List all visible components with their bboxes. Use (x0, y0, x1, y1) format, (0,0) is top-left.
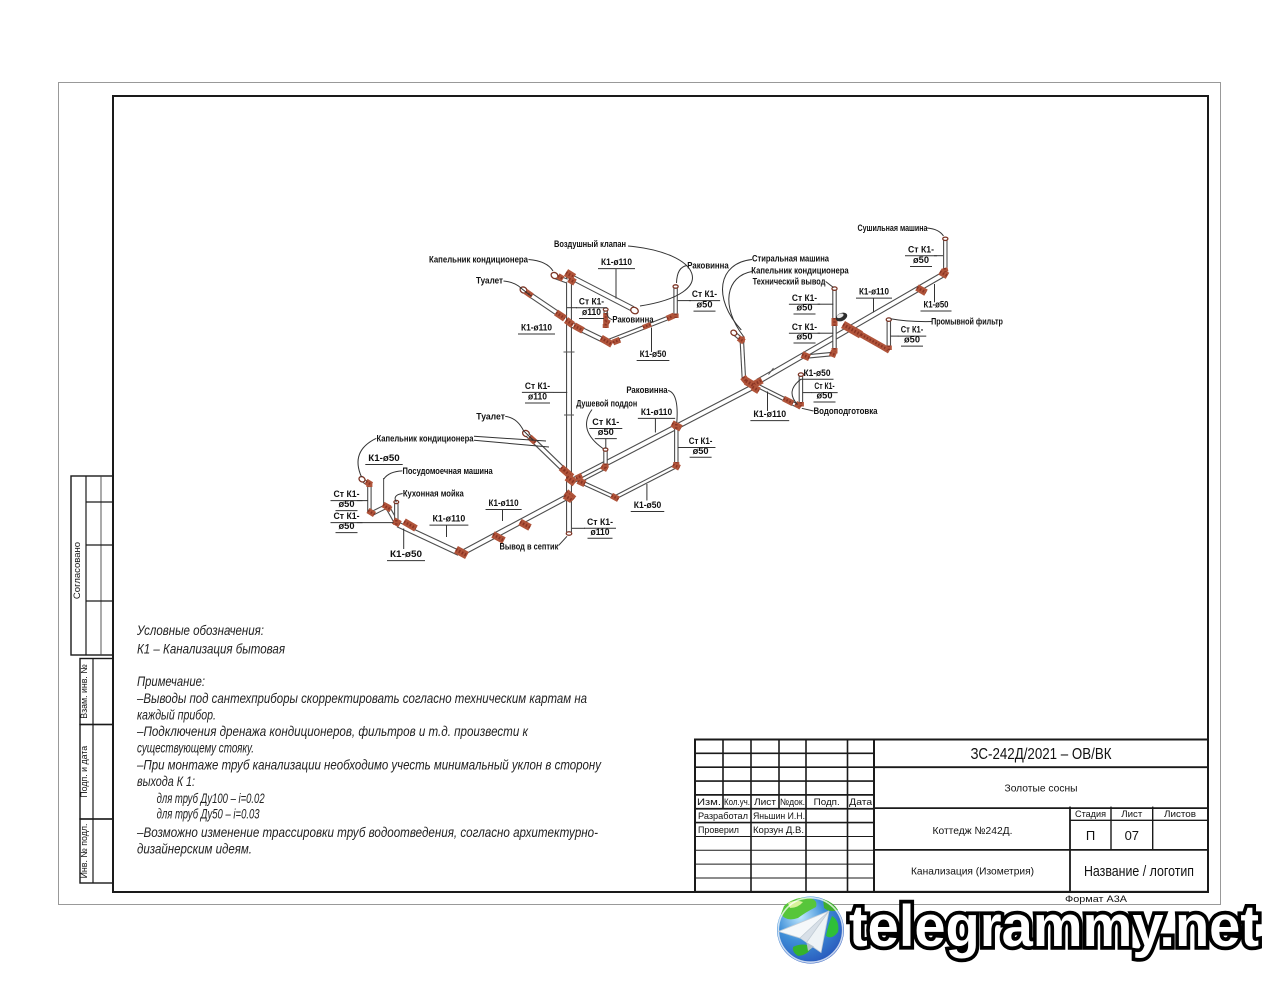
svg-text:каждый прибор.: каждый прибор. (137, 707, 216, 723)
svg-text:Лист: Лист (1121, 809, 1143, 819)
svg-text:К1-ø50: К1-ø50 (640, 349, 667, 360)
svg-text:Технический вывод: Технический вывод (753, 277, 826, 288)
svg-text:для труб Ду50 – i=0.03: для труб Ду50 – i=0.03 (157, 806, 260, 822)
svg-text:Ст К1-: Ст К1- (814, 381, 834, 392)
svg-text:Капельник кондиционера: Капельник кондиционера (751, 266, 849, 277)
svg-text:Золотые сосны: Золотые сосны (1005, 783, 1078, 795)
svg-text:Канализация (Изометрия): Канализация (Изометрия) (911, 866, 1034, 878)
svg-text:Туалет: Туалет (476, 276, 503, 287)
svg-text:Капельник кондиционера: Капельник кондиционера (429, 255, 529, 266)
svg-text:Разработал: Разработал (698, 811, 748, 822)
svg-text:существующему стояку.: существующему стояку. (137, 740, 254, 756)
svg-text:Кухонная мойка: Кухонная мойка (403, 488, 464, 499)
svg-text:П: П (1086, 828, 1095, 843)
svg-text:ø50: ø50 (797, 332, 813, 343)
svg-text:Раковинна: Раковинна (626, 385, 668, 396)
svg-text:ø50: ø50 (598, 427, 614, 438)
svg-text:telegrammy.net: telegrammy.net (849, 894, 1259, 959)
svg-text:Воздушный клапан: Воздушный клапан (554, 239, 626, 250)
svg-text:ø50: ø50 (339, 521, 355, 532)
svg-text:К1-ø50: К1-ø50 (924, 300, 949, 311)
svg-text:Ст К1-: Ст К1- (334, 489, 360, 500)
svg-text:К1-ø110: К1-ø110 (753, 409, 786, 420)
svg-text:07: 07 (1125, 828, 1139, 843)
svg-text:ЗС-242Д/2021 – ОВ/ВК: ЗС-242Д/2021 – ОВ/ВК (971, 746, 1112, 763)
svg-text:ø50: ø50 (339, 499, 355, 510)
svg-text:Дата: Дата (849, 797, 873, 807)
svg-text:ø50: ø50 (697, 300, 713, 311)
svg-text:К1-ø110: К1-ø110 (601, 257, 632, 268)
svg-text:ø50: ø50 (913, 255, 929, 266)
svg-text:Душевой поддон: Душевой поддон (576, 399, 637, 410)
svg-text:ø50: ø50 (904, 335, 920, 346)
svg-text:Проверил: Проверил (698, 825, 739, 836)
svg-text:ø50: ø50 (797, 303, 813, 314)
svg-text:Листов: Листов (1164, 809, 1196, 819)
svg-text:Корзун Д.В.: Корзун Д.В. (753, 825, 804, 836)
svg-text:ø110: ø110 (582, 307, 601, 318)
svg-text:Ст К1-: Ст К1- (908, 244, 934, 255)
svg-text:Капельник кондиционера: Капельник кондиционера (376, 433, 474, 444)
svg-text:К1-ø50: К1-ø50 (368, 453, 399, 464)
svg-text:Согласовано: Согласовано (72, 542, 83, 599)
svg-text:Ст К1-: Ст К1- (579, 296, 604, 307)
svg-text:Кол.уч.: Кол.уч. (724, 797, 750, 807)
svg-text:для труб Ду100 – i=0.02: для труб Ду100 – i=0.02 (157, 790, 265, 806)
svg-text:Промывной фильтр: Промывной фильтр (931, 317, 1003, 328)
svg-text:К1 – Канализация бытовая: К1 – Канализация бытовая (137, 641, 285, 657)
svg-text:Взам. инв. №: Взам. инв. № (79, 664, 89, 719)
svg-text:Подп. и дата: Подп. и дата (79, 746, 89, 798)
svg-text:Ст К1-: Ст К1- (334, 511, 360, 522)
svg-text:Ст К1-: Ст К1- (525, 381, 550, 392)
svg-text:К1-ø110: К1-ø110 (859, 287, 889, 298)
svg-text:К1-ø50: К1-ø50 (804, 368, 831, 379)
svg-text:Инв. № подл.: Инв. № подл. (79, 824, 89, 879)
svg-text:ø110: ø110 (528, 392, 547, 403)
svg-text:К1-ø50: К1-ø50 (634, 500, 662, 511)
svg-text:№док.: №док. (780, 797, 805, 807)
svg-text:–Выводы под сантехприборы скор: –Выводы под сантехприборы скорректироват… (136, 690, 587, 706)
svg-text:Формат А3А: Формат А3А (1065, 894, 1128, 905)
svg-text:–При монтаже труб канализации: –При монтаже труб канализации необходимо… (136, 757, 602, 773)
svg-text:Посудомоечная машина: Посудомоечная машина (403, 466, 494, 477)
svg-text:Изм.: Изм. (697, 797, 721, 807)
svg-text:ø110: ø110 (591, 527, 610, 538)
svg-text:Ст К1-: Ст К1- (692, 289, 717, 300)
svg-text:К1-ø110: К1-ø110 (641, 407, 672, 418)
svg-text:выхода К 1:: выхода К 1: (137, 773, 195, 789)
svg-text:Водоподготовка: Водоподготовка (814, 406, 879, 417)
svg-text:Раковинна: Раковинна (612, 315, 654, 326)
svg-text:Стадия: Стадия (1075, 809, 1106, 819)
svg-text:Условные обозначения:: Условные обозначения: (136, 622, 264, 638)
svg-text:Коттедж №242Д.: Коттедж №242Д. (933, 825, 1013, 837)
svg-text:Лист: Лист (754, 797, 777, 807)
svg-text:Ст К1-: Ст К1- (792, 322, 817, 333)
svg-text:Яньшин И.Н.: Яньшин И.Н. (753, 811, 805, 822)
svg-text:–Возможно изменение трассировк: –Возможно изменение трассировки труб вод… (136, 824, 598, 840)
svg-text:Подп.: Подп. (814, 797, 840, 807)
svg-text:ø50: ø50 (817, 391, 833, 402)
svg-text:Ст К1-: Ст К1- (792, 293, 817, 304)
svg-text:К1-ø50: К1-ø50 (390, 549, 422, 560)
svg-text:К1-ø110: К1-ø110 (432, 514, 465, 525)
svg-text:Раковинна: Раковинна (687, 261, 729, 272)
svg-text:Ст К1-: Ст К1- (592, 417, 619, 428)
svg-text:Ст К1-: Ст К1- (587, 517, 613, 528)
svg-text:Туалет: Туалет (476, 411, 505, 422)
svg-text:К1-ø110: К1-ø110 (521, 323, 552, 334)
svg-text:Ст К1-: Ст К1- (901, 325, 924, 336)
svg-text:Сушильная машина: Сушильная машина (858, 223, 929, 234)
svg-text:ø50: ø50 (693, 446, 709, 457)
svg-text:Название / логотип: Название / логотип (1084, 864, 1194, 880)
svg-text:дизайнерским идеям.: дизайнерским идеям. (137, 841, 252, 857)
svg-text:Ст К1-: Ст К1- (689, 436, 713, 447)
svg-text:Примечание:: Примечание: (137, 673, 205, 689)
svg-text:Стиральная машина: Стиральная машина (752, 254, 830, 265)
svg-text:Вывод в септик: Вывод в септик (500, 541, 559, 552)
svg-text:К1-ø110: К1-ø110 (489, 498, 519, 509)
svg-text:–Подключения дренажа кондицион: –Подключения дренажа кондиционеров, филь… (136, 723, 529, 739)
